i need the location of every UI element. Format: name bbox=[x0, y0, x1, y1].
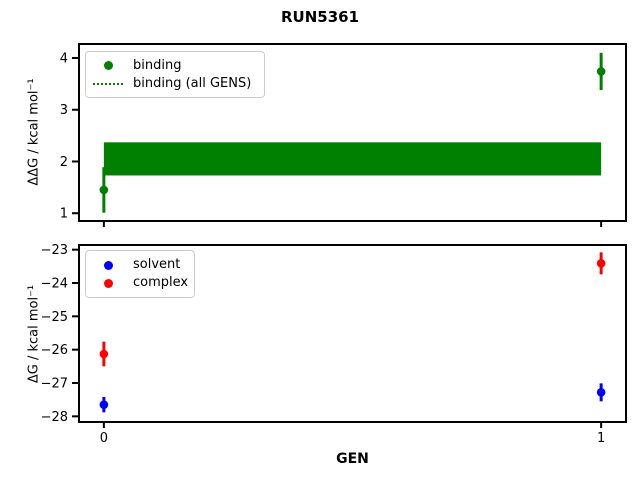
y-tick-label: 3 bbox=[60, 103, 68, 118]
all-gens-band bbox=[103, 142, 602, 176]
y-tick-label: 4 bbox=[60, 51, 68, 66]
legend-label-complex: complex bbox=[133, 275, 189, 290]
y-tick-label: −25 bbox=[41, 310, 68, 325]
solvent-marker-icon bbox=[103, 260, 113, 270]
legend-item-complex: complex bbox=[92, 274, 189, 292]
y-tick-label: 2 bbox=[60, 155, 68, 170]
x-tick-label: 1 bbox=[597, 431, 605, 446]
y-tick-label: −23 bbox=[41, 243, 68, 258]
y-tick-label: −27 bbox=[41, 377, 68, 392]
y-axis-label-ddg: ΔΔG / kcal mol⁻¹ bbox=[26, 78, 42, 186]
binding-all-gens-line-icon bbox=[93, 82, 123, 85]
complex-point bbox=[99, 349, 109, 359]
complex-point bbox=[596, 259, 606, 268]
y-tick-label: −24 bbox=[41, 277, 68, 292]
y-tick-label: −26 bbox=[41, 343, 68, 358]
legend-binding: binding binding (all GENS) bbox=[85, 51, 265, 98]
legend-label-solvent: solvent bbox=[133, 257, 181, 272]
complex-marker-icon bbox=[103, 278, 113, 288]
legend-handle bbox=[92, 278, 124, 288]
legend-handle bbox=[92, 61, 124, 70]
legend-item-solvent: solvent bbox=[92, 256, 185, 274]
x-tick-label: 0 bbox=[100, 431, 108, 446]
binding-point bbox=[596, 67, 606, 76]
legend-label-binding-all-gens: binding (all GENS) bbox=[133, 75, 252, 91]
binding-marker-icon bbox=[103, 61, 113, 70]
solvent-point bbox=[99, 400, 109, 409]
y-axis-label-dg: ΔG / kcal mol⁻¹ bbox=[26, 284, 42, 384]
legend-item-binding: binding bbox=[92, 57, 255, 75]
legend-label-binding: binding bbox=[133, 57, 182, 73]
y-tick-label: −28 bbox=[41, 410, 68, 425]
binding-point bbox=[99, 185, 109, 195]
legend-handle bbox=[92, 82, 124, 85]
legend-solvent-complex: solvent complex bbox=[85, 250, 195, 298]
x-axis-label: GEN bbox=[336, 451, 369, 467]
figure-title: RUN5361 bbox=[280, 8, 360, 26]
solvent-point bbox=[596, 388, 606, 397]
axes-frame bbox=[78, 244, 627, 423]
legend-item-binding-all-gens: binding (all GENS) bbox=[92, 75, 255, 93]
axes-frame bbox=[78, 43, 627, 222]
y-tick-label: 1 bbox=[60, 207, 68, 222]
legend-handle bbox=[92, 260, 124, 270]
